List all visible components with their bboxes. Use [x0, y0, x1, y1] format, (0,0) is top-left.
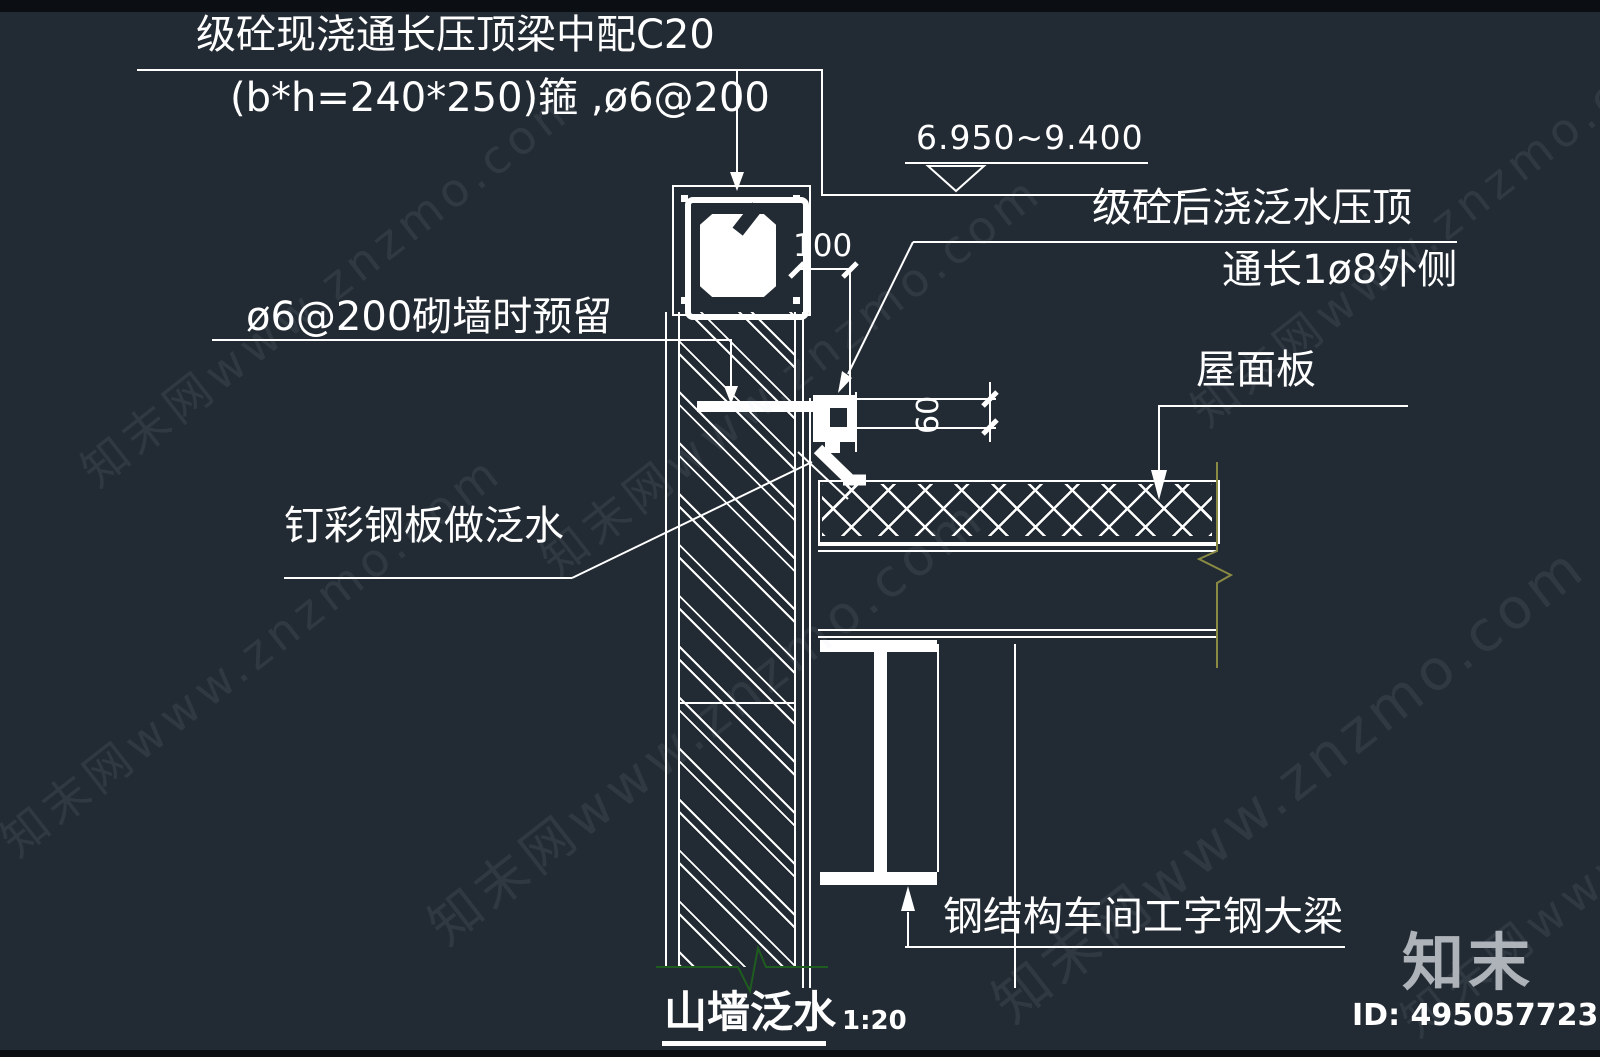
leader-diagonal-cap-note	[847, 241, 914, 375]
i-beam-bottom-flange	[820, 872, 937, 885]
leader-vertical-wall-note	[730, 339, 732, 389]
label-cap-flashing-line2: 通长1ø8外侧	[1222, 247, 1458, 293]
leader-vertical-roof-panel	[1158, 405, 1160, 472]
leader-vertical-top-note	[736, 69, 738, 174]
dim-line-100	[795, 268, 852, 270]
leader-underline-roof-panel	[1158, 405, 1408, 407]
bottom-border-strip	[0, 1050, 1600, 1057]
wall-right-plaster-line	[802, 312, 804, 988]
leader-underline-cap-note	[913, 241, 1457, 243]
roof-panel-crosshatch	[822, 484, 1212, 536]
i-beam-web	[874, 652, 887, 872]
label-wall-rebar-note: ø6@200砌墙时预留	[246, 294, 613, 340]
roof-panel-outline	[818, 480, 1220, 544]
leader-underline-beam-note	[905, 946, 1345, 948]
flashing-cap-stub	[825, 442, 840, 453]
roof-deck-line-1	[818, 544, 1216, 546]
flashing-cap-bracket-notch	[830, 408, 847, 427]
wall-masonry-hatch	[680, 312, 794, 967]
rebar-dot	[793, 297, 800, 304]
top-border-strip	[0, 0, 1600, 12]
image-id-label: ID: 495057723	[1352, 998, 1599, 1033]
watermark-text: 知末网www.znzmo.com	[0, 443, 513, 868]
level-line	[823, 194, 1185, 196]
flashing-angled-plate	[813, 444, 855, 485]
label-cap-flashing-line1: 级砼后浇泛水压顶	[1092, 185, 1412, 231]
wall-flashing-upstand-line	[809, 398, 811, 988]
drawing-scale: 1:20	[842, 1006, 907, 1036]
rebar-dot	[793, 195, 800, 202]
dim-text-100: 100	[793, 228, 853, 264]
dim-extension-60-top	[856, 398, 996, 400]
dim-extension-60-bottom	[856, 427, 996, 429]
wall-right-face-line	[794, 312, 796, 967]
label-steel-i-beam: 钢结构车间工字钢大梁	[943, 894, 1343, 940]
purlin-bottom-line-1	[818, 629, 1216, 631]
wall-left-outer-line	[665, 312, 667, 967]
wall-left-inner-line	[678, 312, 680, 967]
rebar-dot	[681, 195, 688, 202]
i-beam-top-flange	[820, 640, 937, 652]
up-arrow-icon	[901, 886, 915, 911]
beam-side-line	[937, 644, 939, 872]
wall-course-joint-line	[680, 702, 794, 704]
flashing-outline-line	[855, 392, 857, 452]
label-elevation-range: 6.950~9.400	[916, 118, 1144, 157]
rebar-dot	[681, 297, 688, 304]
dim-line-60	[989, 382, 991, 442]
label-coping-beam-line1: 级砼现浇通长压顶梁中配C20	[196, 12, 715, 58]
embedded-rebar-bar	[697, 401, 818, 412]
purlin-bottom-line-2	[818, 636, 1216, 638]
roof-deck-line-2	[818, 550, 1216, 552]
elevation-underline	[905, 162, 1148, 164]
drawing-title: 山墙泛水	[664, 988, 836, 1038]
leader-underline-top-note	[137, 69, 823, 71]
dim-extension-100	[849, 268, 851, 398]
drawing-title-underline	[662, 1041, 826, 1046]
beam-extension-line	[1014, 644, 1016, 988]
site-logo: 知末	[1402, 926, 1535, 999]
coping-beam-stirrup	[685, 197, 809, 320]
label-steel-sheet-flashing: 钉彩钢板做泛水	[284, 503, 564, 549]
leader-underline-flashing-note	[284, 577, 572, 579]
extension-line-beam-top	[821, 69, 823, 196]
leader-underline-wall-note	[212, 339, 732, 341]
elevation-triangle-icon	[925, 165, 987, 193]
watermark-text: 知末网www.znzmo.com	[70, 73, 593, 498]
dim-text-60: 60	[911, 395, 946, 434]
label-coping-beam-line2: (b*h=240*250)箍 ,ø6@200	[230, 75, 770, 121]
leader-vertical-beam-note	[907, 912, 909, 948]
label-roof-panel: 屋面板	[1196, 347, 1316, 393]
